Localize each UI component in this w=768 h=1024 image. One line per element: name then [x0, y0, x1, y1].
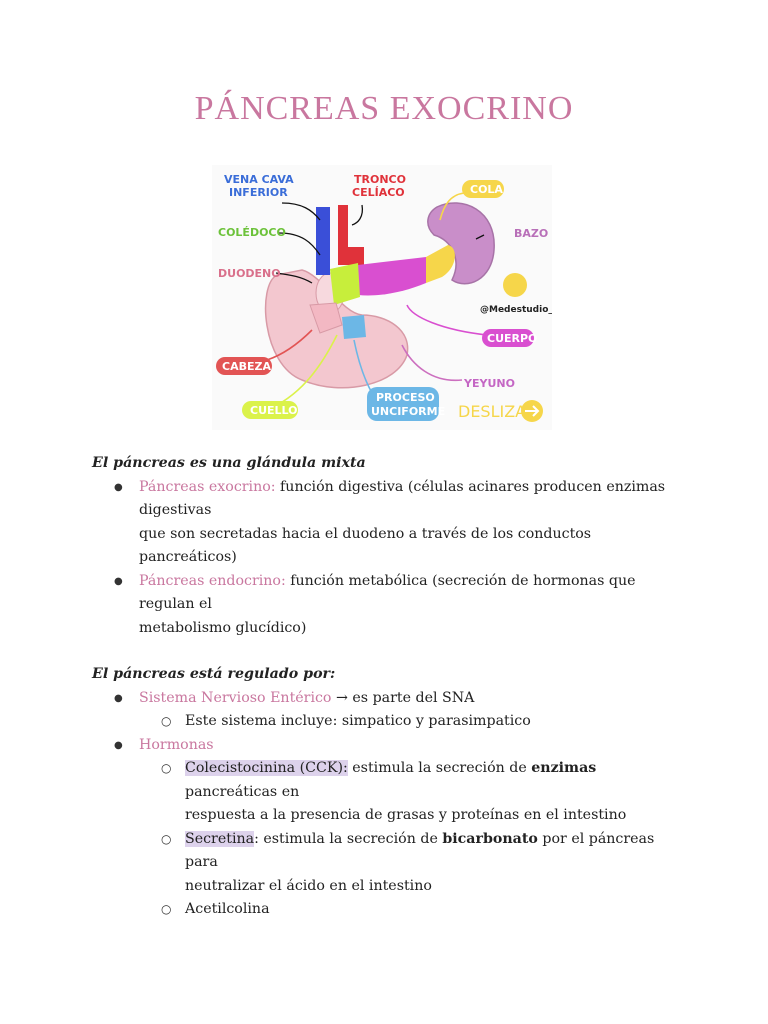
pancreas-head-shape [309, 302, 343, 334]
term-exocrino: Páncreas exocrino: [139, 478, 276, 495]
label-duodeno: DUODENO [218, 267, 281, 280]
label-celiaco: CELÍACO [352, 186, 405, 199]
term-hormonas: Hormonas [139, 736, 214, 753]
pancreas-neck-shape [330, 263, 360, 305]
pancreas-diagram: VENA CAVA INFERIOR TRONCO CELÍACO COLA C… [212, 165, 552, 430]
page-title: PÁNCREAS EXOCRINO [194, 90, 574, 127]
badge-cola [462, 180, 504, 198]
list-item-acetilcolina: Acetilcolina [139, 898, 682, 922]
list-item-secretina: Secretina: estimula la secreción de bica… [139, 828, 682, 899]
list-item-sne: Sistema Nervioso Entérico → es parte del… [92, 687, 682, 734]
label-coledoco: COLÉDOCO [218, 226, 286, 239]
label-cuello: CUELLO [250, 404, 298, 417]
label-tronco: TRONCO [354, 173, 406, 186]
duodenum-shape [264, 269, 409, 389]
list-item-endocrino: Páncreas endocrino: función metabólica (… [92, 570, 682, 641]
intro-regulado: El páncreas está regulado por: [92, 666, 336, 682]
term-secretina: Secretina [185, 830, 255, 847]
intro-glandula: El páncreas es una glándula mixta [92, 455, 366, 471]
label-yeyuno: YEYUNO [463, 377, 515, 390]
label-bazo: BAZO [514, 227, 548, 240]
content: El páncreas es una glándula mixta Páncre… [92, 452, 682, 922]
list-item-exocrino: Páncreas exocrino: función digestiva (cé… [92, 476, 682, 570]
label-desliza: DESLIZA [458, 402, 526, 421]
label-unciforme: UNCIFORME [371, 405, 445, 418]
label-cola: COLA [470, 183, 503, 196]
list-regulacion: Sistema Nervioso Entérico → es parte del… [92, 687, 682, 922]
label-cabeza: CABEZA [222, 360, 271, 373]
aorta-shape [338, 205, 364, 265]
list-item-hormonas: Hormonas Colecistocinina (CCK): estimula… [92, 734, 682, 922]
list-item-sne-sub: Este sistema incluye: simpatico y parasi… [139, 710, 682, 734]
pancreas-body-shape [358, 257, 426, 296]
list-item-cck: Colecistocinina (CCK): estimula la secre… [139, 757, 682, 828]
label-proceso: PROCESO [376, 391, 435, 404]
avatar-icon [503, 273, 527, 297]
label-cuerpo: CUERPO [487, 332, 537, 345]
term-endocrino: Páncreas endocrino: [139, 572, 286, 589]
spleen-shape [427, 202, 495, 285]
pancreas-tail-shape [426, 245, 455, 283]
badge-cabeza [216, 357, 272, 375]
badge-cuerpo [482, 329, 534, 347]
vena-cava-shape [316, 207, 330, 275]
badge-cuello [242, 401, 298, 419]
label-handle: @Medestudio_ [480, 305, 552, 315]
badge-proceso [367, 387, 439, 421]
label-vena-cava: VENA CAVA [224, 173, 294, 186]
label-vena-cava-2: INFERIOR [229, 186, 288, 199]
term-sne: Sistema Nervioso Entérico [139, 689, 332, 706]
term-cck: Colecistocinina (CCK): [185, 760, 348, 776]
list-pancreas-types: Páncreas exocrino: función digestiva (cé… [92, 476, 682, 641]
uncinate-shape [342, 315, 366, 339]
